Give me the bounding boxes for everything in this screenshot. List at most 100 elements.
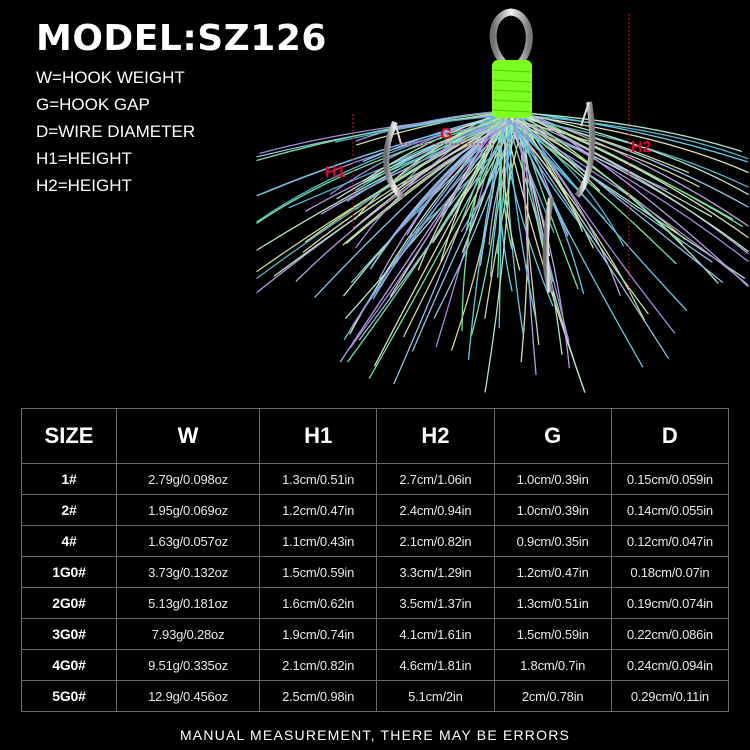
fibre-strand [523,114,749,160]
header-d: D [610,408,730,464]
size-cell: 4# [21,525,117,557]
spec-cell: 0.9cm/0.35in [493,525,612,557]
model-title: MODEL:SZ126 [36,18,327,59]
header-h1: H1 [258,408,378,464]
hook-point-right [574,101,596,198]
fibre-strand [256,110,504,162]
spec-cell: 0.29cm/0.11in [610,680,730,712]
spec-cell: 1.1cm/0.43in [258,525,378,557]
legend-item-diameter: D=WIRE DIAMETER [36,122,196,141]
fibre-strand [256,119,505,224]
fibre-strand [511,114,583,232]
fibre-strand [374,115,510,367]
spec-cell: 2.79g/0.098oz [116,463,260,495]
fibre-strand [339,116,507,363]
label-h1: H1 [325,164,346,181]
label-g: G [440,126,452,143]
spec-cell: 0.14cm/0.055in [610,494,730,526]
fibre-strand [523,109,749,288]
fibre-strand [369,115,512,270]
footer-note: MANUAL MEASUREMENT, THERE MAY BE ERRORS [179,727,571,743]
spec-cell: 1.2cm/0.47in [493,556,612,588]
header-w: W [116,408,260,464]
spec-cell: 1.3cm/0.51in [258,463,378,495]
legend-item-h1: H1=HEIGHT [36,149,132,168]
label-h2: H2 [631,139,652,156]
legend-item-h2: H2=HEIGHT [36,176,132,195]
hook-point-center [542,197,554,294]
spec-cell: 1.0cm/0.39in [493,463,612,495]
spec-cell: 4.6cm/1.81in [376,649,495,681]
fibre-strand [394,115,508,181]
size-cell: 1# [21,463,117,495]
spec-cell: 2.4cm/0.94in [376,494,495,526]
size-cell: 4G0# [21,649,117,681]
size-cell: 2# [21,494,117,526]
size-cell: 5G0# [21,680,117,712]
fibre-strand [506,118,606,220]
table-header-row: SIZE W H1 H2 G D [21,408,730,464]
spec-cell: 4.1cm/1.61in [376,618,495,650]
spec-cell: 0.19cm/0.074in [610,587,730,619]
size-cell: 3G0# [21,618,117,650]
spec-cell: 3.73g/0.132oz [116,556,260,588]
spec-cell: 5.1cm/2in [376,680,495,712]
fibre-strand [518,112,742,152]
spec-cell: 5.13g/0.181oz [116,587,260,619]
fibre-strand [412,116,524,352]
fibre-strand [525,113,744,227]
fibre-strand [518,114,540,346]
spec-cell: 2cm/0.78in [493,680,612,712]
hook-eye [489,8,533,65]
spec-cell: 2.5cm/0.98in [258,680,378,712]
legend-item-weight: W=HOOK WEIGHT [36,68,185,87]
fibre-strand [305,118,513,212]
fibre-strand [518,112,749,195]
fibre-strand [256,112,510,279]
fibre-strand [395,114,519,234]
dimension-legend: W=HOOK WEIGHT G=HOOK GAP D=WIRE DIAMETER… [36,64,195,199]
fibre-strand [497,117,502,279]
spec-cell: 1.63g/0.057oz [116,525,260,557]
fibre-strand [506,115,537,322]
legend-item-gap: G=HOOK GAP [36,95,150,114]
fibre-strand [484,113,514,393]
fibre-strand [479,118,508,266]
fibre-strand [362,114,508,163]
spec-cell: 12.9g/0.456oz [116,680,260,712]
spec-cell: 1.0cm/0.39in [493,494,612,526]
fibre-strand [520,116,724,283]
fibre-strand [521,116,649,315]
fibre-strand [503,110,521,271]
fibre-strand [352,117,506,326]
fibre-strand [368,116,513,379]
size-cell: 1G0# [21,556,117,588]
thread-wrap [492,60,532,118]
spec-cell: 1.5cm/0.59in [493,618,612,650]
spec-cell: 3.5cm/1.37in [376,587,495,619]
fibre-strand [508,113,644,368]
treble-hook-photo: G H1 H2 [256,8,749,393]
header-g: G [493,408,612,464]
fibre-strand [256,115,514,273]
spec-cell: 0.15cm/0.059in [610,463,730,495]
spec-cell: 2.1cm/0.82in [376,525,495,557]
spec-cell: 2.7cm/1.06in [376,463,495,495]
spec-cell: 2.1cm/0.82in [258,649,378,681]
spec-cell: 1.8cm/0.7in [493,649,612,681]
spec-cell: 1.5cm/0.59in [258,556,378,588]
fibre-strand [501,117,700,188]
spec-cell: 9.51g/0.335oz [116,649,260,681]
fibre-strand [502,110,749,262]
fibre-strand [510,110,570,342]
fibre-strand [522,114,537,376]
